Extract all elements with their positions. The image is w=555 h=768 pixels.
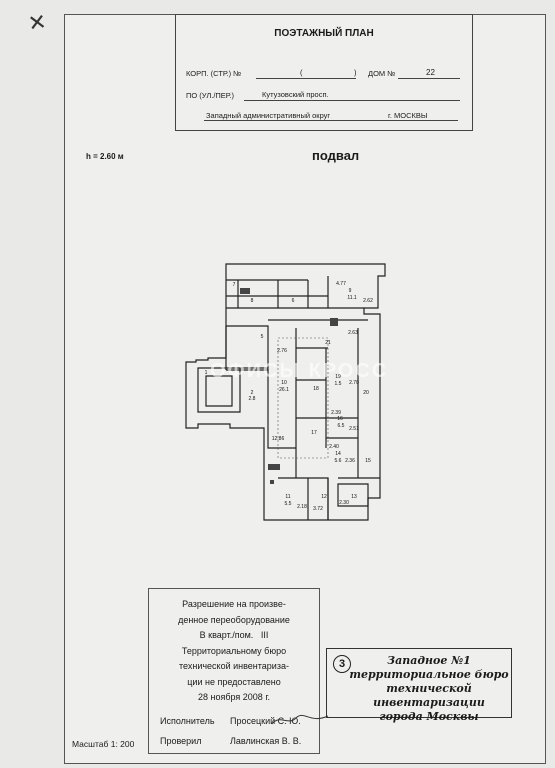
stamp-line: технической инвентаризации <box>373 682 485 709</box>
plan-label: 26.1 <box>279 387 289 393</box>
stamp-number: 3 <box>333 655 351 673</box>
plan-label: 2.36 <box>345 458 355 464</box>
street-underline <box>244 100 460 101</box>
permission-line: ции не предоставлено <box>187 676 281 687</box>
permission-line: денное переоборудование <box>178 614 290 625</box>
plan-label: 3.72 <box>313 506 323 512</box>
outer-wall <box>185 263 386 521</box>
plan-label: 1 <box>205 370 208 376</box>
plan-label: 21 <box>325 340 331 346</box>
plan-label: 2.40 <box>329 444 339 450</box>
plan-label: 2.63 <box>348 330 358 336</box>
plan-title: ПОЭТАЖНЫЙ ПЛАН <box>274 28 374 39</box>
plan-label: 2.8 <box>249 396 256 402</box>
stamp-line: города Москвы <box>379 710 479 723</box>
floor-name: подвал <box>312 148 360 163</box>
korp-paren-close: ) <box>354 68 357 77</box>
plan-label: 4.77 <box>336 281 346 287</box>
stair-mark <box>268 464 280 470</box>
plan-label: 11.1 <box>347 295 357 301</box>
permission-date: 28 ноября 2008 г. <box>198 692 270 702</box>
plan-label: 2 <box>251 390 254 396</box>
plan-label: 2.76 <box>277 348 287 354</box>
floor-plan-drawing: 7 8 6 4.77 9 11.1 2.62 5 2.76 21 2.63 1 … <box>185 263 386 521</box>
plan-label: 2.39 <box>331 410 341 416</box>
korp-paren-open: ( <box>300 68 303 77</box>
korp-label: КОРП. (СТР.) № <box>186 69 242 78</box>
plan-label: 16 <box>337 416 343 422</box>
bureau-stamp: 3 Западное №1 территориальное бюро техни… <box>326 648 512 723</box>
drawing-sheet <box>64 14 546 764</box>
plan-label: 5.5 <box>285 501 292 507</box>
scale-label: Масштаб 1: 200 <box>72 739 135 749</box>
partition-wall <box>337 483 369 507</box>
plan-label: 5.6 <box>335 458 342 464</box>
plan-label: 2.70 <box>349 380 359 386</box>
permission-text: Разрешение на произве- денное переоборуд… <box>149 597 319 706</box>
district-name: Западный административный округ <box>206 111 331 120</box>
plan-label: 1.5 <box>335 381 342 387</box>
plan-label: 20 <box>363 390 369 396</box>
dom-underline <box>398 78 460 79</box>
dom-label: ДОМ № <box>368 69 396 78</box>
plan-label: 12 <box>321 494 327 500</box>
plan-label: 10 <box>281 380 287 386</box>
plan-label: 7 <box>233 282 236 288</box>
partition-wall <box>226 276 364 309</box>
district-underline <box>204 120 458 121</box>
watermark: ОФИСЫ КРОСС <box>210 360 389 382</box>
checker-label: Проверил <box>160 736 202 746</box>
permission-line: Разрешение на произве- <box>182 599 286 609</box>
street-label: ПО (УЛ./ПЕР.) <box>186 91 234 100</box>
plan-label: 17 <box>311 430 317 436</box>
partition-wall <box>197 367 268 413</box>
street-value: Кутузовский просп. <box>262 90 329 99</box>
ceiling-height: h = 2.60 м <box>86 152 124 161</box>
permission-apartment-label: В кварт./пом. <box>199 630 254 640</box>
stair-mark <box>240 288 250 294</box>
title-block: ПОЭТАЖНЫЙ ПЛАН КОРП. (СТР.) № ( ) ДОМ № … <box>175 14 473 131</box>
plan-label: 2.51 <box>349 426 359 432</box>
permission-apartment-value: III <box>260 630 269 640</box>
signature-scribble <box>271 714 329 725</box>
plan-label: 5 <box>261 334 264 340</box>
plan-label: 6 <box>292 298 295 304</box>
plan-label: 8 <box>251 298 254 304</box>
column-mark <box>270 480 274 484</box>
plan-label: 2.18 <box>297 504 307 510</box>
corner-cross-mark: ✕ <box>26 8 49 37</box>
plan-label: 6.5 <box>338 423 345 429</box>
permission-line: В кварт./пом. III <box>149 628 319 644</box>
executor-label: Исполнитель <box>160 716 215 726</box>
dom-value: 22 <box>426 68 435 77</box>
stamp-line: Западное №1 <box>387 654 471 667</box>
permission-line: Территориальному бюро <box>181 645 287 656</box>
executor-name: Просецкий С. Ю. <box>230 716 301 726</box>
korp-underline <box>256 78 356 79</box>
plan-label: 2.62 <box>363 298 373 304</box>
plan-label: 11 <box>285 494 290 500</box>
stamp-line: территориальное бюро <box>349 668 509 681</box>
checker-name: Лавлинская В. В. <box>230 736 302 746</box>
partition-wall <box>267 328 380 520</box>
plan-label: 15 <box>365 458 371 464</box>
permission-line: технической инвентариза- <box>179 661 289 671</box>
plan-label: 2.30 <box>339 500 349 506</box>
partition-wall <box>278 477 329 520</box>
city-name: г. МОСКВЫ <box>388 111 428 120</box>
permission-box: Разрешение на произве- денное переоборуд… <box>148 588 320 754</box>
stamp-text: Западное №1 территориальное бюро техниче… <box>349 654 509 724</box>
plan-label: 14 <box>335 451 341 457</box>
column-mark <box>330 318 338 326</box>
plan-label: 9 <box>349 288 352 294</box>
partition-wall <box>225 319 368 371</box>
plan-label: 19 <box>335 374 341 380</box>
plan-label: 12.86 <box>272 436 285 442</box>
plan-label: 13 <box>351 494 357 500</box>
dashed-line <box>277 337 329 459</box>
plan-label: 18 <box>313 386 319 392</box>
